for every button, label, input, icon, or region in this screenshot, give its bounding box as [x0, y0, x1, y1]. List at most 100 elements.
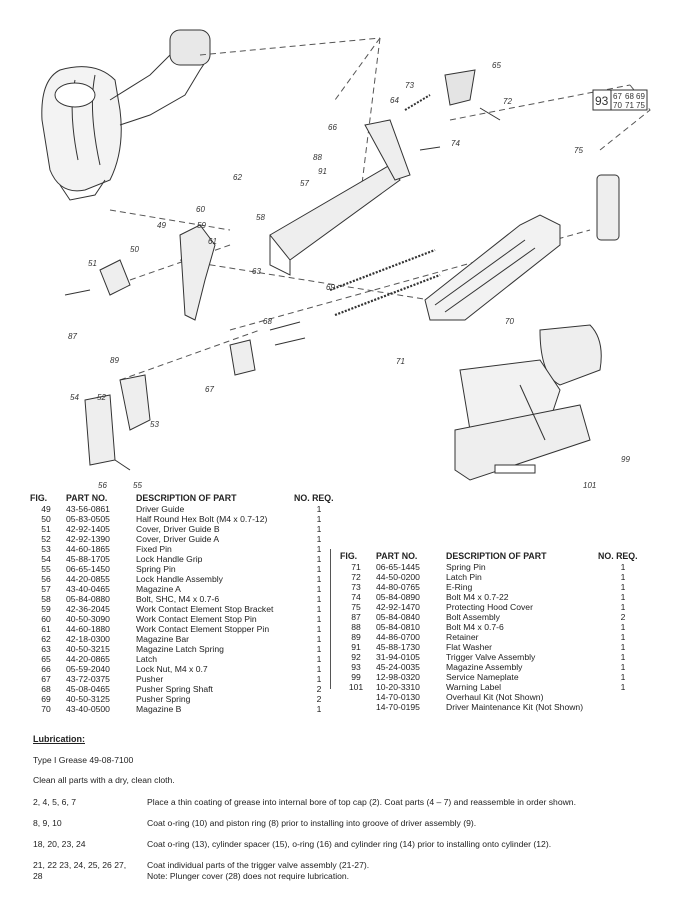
callout-65: 65	[492, 61, 501, 70]
cell-description: Bolt M4 x 0.7-6	[446, 622, 504, 632]
table-header-row: FIG. PART NO. DESCRIPTION OF PART NO. RE…	[340, 551, 652, 562]
cell-description: Retainer	[446, 632, 479, 642]
cell-quantity: 1	[620, 652, 626, 662]
callout-67: 67	[205, 385, 214, 394]
cell-description: Lock Nut, M4 x 0.7	[136, 664, 208, 674]
svg-text:68: 68	[625, 92, 634, 101]
cell-part-no: 45-24-0035	[376, 662, 420, 672]
cell-part-no: 44-60-1880	[66, 624, 110, 634]
cell-description: Work Contact Element Stopper Pin	[136, 624, 270, 634]
cell-description: Magazine Latch Spring	[136, 644, 224, 654]
cell-quantity: 2	[316, 684, 322, 694]
cell-quantity: 1	[316, 594, 322, 604]
cell-quantity: 1	[620, 642, 626, 652]
cell-quantity: 1	[316, 624, 322, 634]
cell-part-no: 42-36-2045	[66, 604, 110, 614]
lubrication-title: Lubrication:	[33, 734, 85, 744]
cell-fig: 72	[351, 572, 361, 582]
cell-description: Latch	[136, 654, 158, 664]
svg-text:69: 69	[636, 92, 645, 101]
callout-66: 66	[328, 123, 337, 132]
cell-part-no: 42-18-0300	[66, 634, 110, 644]
callout-69: 69	[326, 283, 335, 292]
cell-description: E-Ring	[446, 582, 473, 592]
cell-part-no: 14-70-0195	[376, 702, 420, 712]
cell-part-no: 40-50-3125	[66, 694, 110, 704]
cell-quantity	[598, 702, 652, 712]
callout-49: 49	[157, 221, 166, 230]
parts-table-right: FIG. PART NO. DESCRIPTION OF PART NO. RE…	[340, 551, 652, 712]
cell-part-no: 43-40-0465	[66, 584, 110, 594]
cell-fig: 88	[351, 622, 361, 632]
header-part-no: PART NO.	[66, 493, 108, 503]
cell-fig: 70	[41, 704, 51, 714]
cell-quantity: 1	[316, 534, 322, 544]
tool-body-illustration	[41, 29, 211, 201]
cell-description: Service Nameplate	[446, 672, 519, 682]
cell-fig: 74	[351, 592, 361, 602]
callout-89: 89	[110, 356, 119, 365]
cell-quantity: 1	[316, 524, 322, 534]
cell-fig: 55	[41, 564, 51, 574]
cell-part-no: 44-20-0855	[66, 574, 110, 584]
cell-description: Magazine Assembly	[446, 662, 523, 672]
cell-part-no: 45-88-1730	[376, 642, 420, 652]
cell-description: Overhaul Kit (Not Shown)	[446, 692, 544, 702]
callout-63: 63	[252, 267, 261, 276]
cell-part-no: 05-84-0810	[376, 622, 420, 632]
magazine-b-illustration	[424, 214, 561, 321]
svg-text:70: 70	[613, 101, 622, 110]
callout-53: 53	[150, 420, 159, 429]
cell-fig: 50	[41, 514, 51, 524]
cell-description: Bolt, SHC, M4 x 0.7-6	[136, 594, 220, 604]
lub-instruction: Coat individual parts of the trigger val…	[147, 860, 370, 870]
cell-quantity: 1	[316, 514, 322, 524]
cell-fig: 56	[41, 574, 51, 584]
cell-quantity: 1	[316, 564, 322, 574]
cell-quantity: 1	[316, 504, 322, 514]
lub-refs: 21, 22 23, 24, 25, 26 27,	[33, 860, 127, 870]
cell-description: Spring Pin	[136, 564, 176, 574]
cell-part-no: 10-20-3310	[376, 682, 420, 692]
cleaning-note: Clean all parts with a dry, clean cloth.	[33, 775, 175, 785]
cell-description: Cover, Driver Guide B	[136, 524, 220, 534]
svg-text:71: 71	[625, 101, 634, 110]
header-fig: FIG.	[30, 493, 48, 503]
callout-71: 71	[396, 357, 405, 366]
cell-quantity: 1	[620, 682, 626, 692]
cell-fig: 99	[351, 672, 361, 682]
cell-fig: 69	[41, 694, 51, 704]
header-quantity: NO. REQ.	[598, 551, 638, 561]
lub-refs: 8, 9, 10	[33, 818, 62, 828]
cell-quantity: 1	[316, 674, 322, 684]
callout-72: 72	[503, 97, 512, 106]
cell-fig: 59	[41, 604, 51, 614]
cell-quantity: 1	[316, 634, 322, 644]
cell-fig: 63	[41, 644, 51, 654]
lub-instruction: Place a thin coating of grease into inte…	[147, 797, 576, 807]
cell-description: Pusher Spring	[136, 694, 191, 704]
cell-part-no: 12-98-0320	[376, 672, 420, 682]
cell-part-no: 44-86-0700	[376, 632, 420, 642]
cell-part-no: 42-92-1470	[376, 602, 420, 612]
cell-fig	[340, 702, 376, 712]
cell-quantity	[598, 692, 652, 702]
cell-part-no: 05-84-0890	[376, 592, 420, 602]
callout-64: 64	[390, 96, 399, 105]
